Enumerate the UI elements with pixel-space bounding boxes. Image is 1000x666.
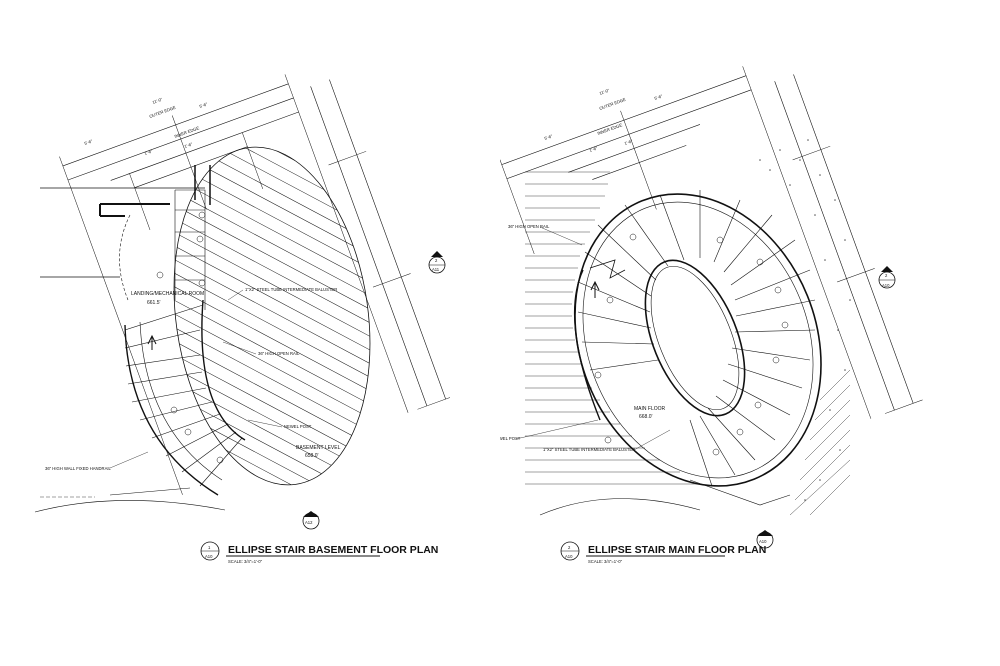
main-floor-elev: 668.0' <box>639 414 653 420</box>
basement-section-marker-right: 2 A11 <box>428 251 446 274</box>
main-dim-d: 1'-6" <box>624 138 634 146</box>
main-outer-edge-label: OUTER EDGE <box>599 97 627 111</box>
svg-text:A11: A11 <box>432 267 440 272</box>
main-stair-treads <box>573 190 816 487</box>
main-newel-post-note: NEWEL POST <box>493 436 521 441</box>
main-ellipse-stair <box>574 193 822 487</box>
svg-text:2: 2 <box>435 258 438 263</box>
main-dim-c: 1'-6" <box>589 145 599 153</box>
basement-title-block: 1 A10 ELLIPSE STAIR BASEMENT FLOOR PLAN … <box>200 541 438 564</box>
basement-dim-b: 5'-6" <box>199 101 209 109</box>
main-dim-top: 11'-0" <box>599 88 611 96</box>
basement-dim-a: 5'-6" <box>84 138 94 146</box>
svg-text:2: 2 <box>885 273 888 278</box>
main-adjacent-stair <box>539 498 701 516</box>
basement-floor-hatch <box>153 134 391 498</box>
basement-dim-d: 1'-6" <box>184 141 194 149</box>
basement-landing-label: LANDING/MECHANICAL ROOM <box>131 291 204 297</box>
basement-scale-label: SCALE: <box>228 559 243 564</box>
basement-dimension-lines <box>59 74 450 495</box>
main-scale-label: SCALE: <box>588 559 603 564</box>
main-detail-number: 2 <box>568 545 571 550</box>
basement-level-elev: 658.0' <box>305 453 319 459</box>
basement-walls <box>40 165 211 301</box>
basement-level-label: BASEMENT LEVEL <box>296 445 341 451</box>
main-floor-plan: 11'-0" OUTER EDGE 5'-6" 5'-6" INNER EDGE… <box>493 66 923 516</box>
basement-adjacent-stair <box>34 500 226 513</box>
basement-floor-plan: 11'-0" OUTER EDGE 5'-6" 5'-6" INNER EDGE… <box>34 74 450 513</box>
basement-stair-treads <box>124 189 246 496</box>
basement-plan-title: ELLIPSE STAIR BASEMENT FLOOR PLAN <box>228 544 438 556</box>
basement-newel-post-note: NEWEL POST <box>284 424 312 429</box>
main-section-marker-bottom: A10 <box>756 530 774 549</box>
main-dim-a: 5'-6" <box>544 133 554 141</box>
basement-scale-value: 3/4"=1'-0" <box>244 559 263 564</box>
main-inner-edge-label: INNER EDGE <box>597 122 623 136</box>
main-open-rail-note: 36" HIGH OPEN RAIL <box>508 224 550 229</box>
main-scale-value: 3/4"=1'-0" <box>604 559 623 564</box>
svg-text:A10: A10 <box>882 283 890 288</box>
basement-landing-level: 661.5' <box>147 300 161 306</box>
main-earth-hatch <box>759 139 851 501</box>
main-tread-numbers <box>594 233 789 456</box>
main-floor-label: MAIN FLOOR <box>634 406 666 412</box>
main-floor-hatch <box>525 171 700 485</box>
basement-detail-sheet: A10 <box>205 554 213 559</box>
basement-open-rail-note: 36" HIGH OPEN RAIL <box>258 351 300 356</box>
main-plan-title: ELLIPSE STAIR MAIN FLOOR PLAN <box>588 544 766 556</box>
basement-dim-c: 1'-6" <box>144 148 154 156</box>
main-title-block: 2 A10 ELLIPSE STAIR MAIN FLOOR PLAN SCAL… <box>560 541 766 564</box>
main-detail-sheet: A10 <box>565 554 573 559</box>
basement-baluster-note: 1"X2" STEEL TUBE INTERMEDIATE BALUSTER <box>245 287 337 292</box>
basement-floor-outline <box>173 146 371 486</box>
basement-outer-edge-label: OUTER EDGE <box>149 105 177 119</box>
svg-text:A12: A12 <box>305 520 313 525</box>
main-dimension-lines <box>500 66 923 419</box>
basement-detail-number: 1 <box>208 545 211 550</box>
main-baluster-note: 1"X2" STEEL TUBE INTERMEDIATE BALUSTER <box>543 447 635 452</box>
basement-dim-top: 11'-0" <box>152 97 164 105</box>
main-dim-b: 5'-6" <box>654 93 664 101</box>
basement-tread-numbers <box>156 211 224 464</box>
basement-section-marker-bottom: A12 <box>302 511 320 530</box>
svg-text:A10: A10 <box>759 539 767 544</box>
main-wall-hatch <box>789 369 851 516</box>
basement-handrail-note: 36" HIGH WALL FIXED HANDRAIL <box>45 466 112 471</box>
main-section-marker-right: 2 A10 <box>878 266 896 289</box>
